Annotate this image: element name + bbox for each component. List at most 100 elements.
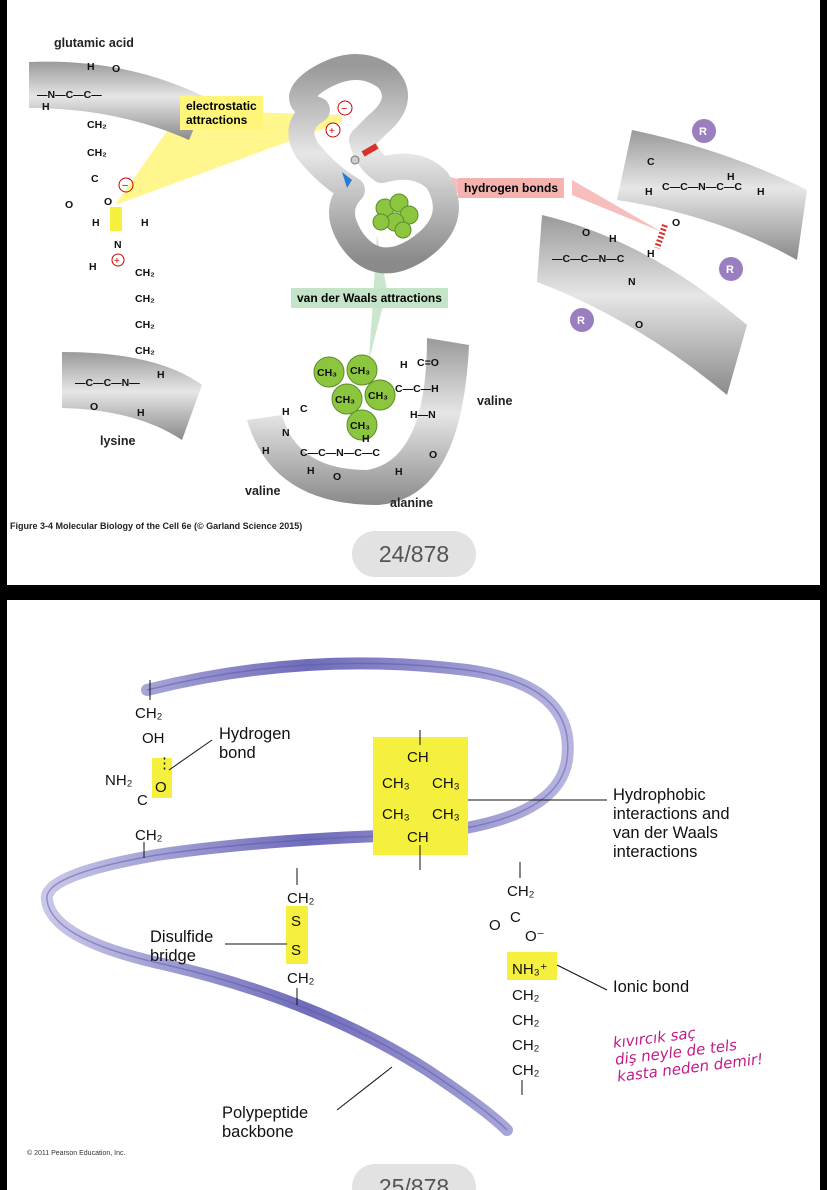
label-polypeptide-backbone: Polypeptide backbone [222,1104,309,1141]
svg-text:CH: CH [407,829,429,846]
svg-text:CH₂: CH₂ [287,890,315,907]
label-lysine: lysine [100,434,136,448]
salt-bridge-highlight [110,207,122,231]
highlight-hydrogen-bond [152,758,172,798]
svg-text:H: H [137,407,145,419]
svg-text:O: O [104,196,112,208]
r-group-circles [570,119,743,332]
svg-text:CH₃: CH₃ [382,806,410,823]
svg-text:N: N [282,427,290,439]
callout-electrostatic: electrostatic attractions [180,96,263,130]
svg-text:NH₂: NH₂ [105,772,133,789]
svg-text:O: O [155,779,167,796]
svg-text:H—N: H—N [410,409,436,421]
svg-text:CH₂: CH₂ [135,705,163,722]
svg-text:O: O [112,63,120,75]
hydrogen-wedge-right [572,180,662,232]
backbone-band-arc [247,338,469,505]
svg-text:−: − [122,180,128,192]
svg-text:H: H [647,248,655,260]
label-valine-right: valine [477,394,513,408]
svg-text:R: R [699,126,707,138]
svg-text:+: + [329,126,335,137]
electrostatic-wedge [115,110,342,205]
svg-text:C—C—H: C—C—H [395,383,439,395]
svg-text:CH₃: CH₃ [368,390,388,402]
svg-text:C=O: C=O [417,357,439,369]
svg-text:N: N [628,276,636,288]
svg-text:O: O [429,449,437,461]
svg-text:H: H [609,233,617,245]
ionic-residues: CH₂ O C O⁻ NH₃⁺ CH₂ CH₂ CH₂ CH₂ [489,862,548,1095]
svg-text:−: − [341,103,347,115]
svg-text:—C—C—N—C: —C—C—N—C [552,253,625,265]
svg-text:CH₂: CH₂ [512,987,540,1004]
svg-text:CH₃: CH₃ [350,420,370,432]
svg-text:CH₂: CH₂ [512,1012,540,1029]
svg-text:S: S [291,942,301,959]
svg-text:CH₂: CH₂ [512,1062,540,1079]
svg-text:CH₂: CH₂ [135,267,155,279]
svg-text:R: R [726,264,734,276]
svg-text:—C—C—N—: —C—C—N— [75,377,140,389]
label-valine-bottom: valine [245,484,281,498]
folded-chain [288,54,459,274]
svg-text:CH₂: CH₂ [135,319,155,331]
svg-text:H: H [141,217,149,229]
svg-text:C: C [91,173,99,185]
page-indicator: 24/878 [352,531,476,577]
label-glutamic-acid: glutamic acid [54,36,134,50]
svg-text:CH₃: CH₃ [432,775,460,792]
svg-text:O: O [65,199,73,211]
svg-text:H: H [307,465,315,477]
svg-text:H: H [89,261,97,273]
svg-text:H: H [362,433,370,445]
disulfide-residues: CH₂ S S CH₂ [287,868,315,1005]
ch3-labels: CH₃ CH₃ CH₃ CH₃ CH₃ [317,365,388,432]
backbone-band-right-top [617,130,807,260]
svg-text:CH: CH [407,749,429,766]
svg-text:H: H [400,359,408,371]
svg-text:CH₂: CH₂ [87,147,107,159]
svg-text:CH₃: CH₃ [350,365,370,377]
callout-hydrogen-bonds: hydrogen bonds [458,178,564,198]
svg-text:+: + [114,256,120,267]
svg-text:CH₂: CH₂ [287,970,315,987]
svg-text:S: S [291,913,301,930]
svg-text:CH₃: CH₃ [335,394,355,406]
label-hydrophobic: Hydrophobic interactions and van der Waa… [613,786,730,861]
svg-text:O: O [90,401,98,413]
svg-text:CH₃: CH₃ [317,367,337,379]
ch3-cluster [313,354,396,441]
svg-text:O: O [672,217,680,229]
label-disulfide: Disulfide bridge [150,928,214,965]
svg-text:⋮: ⋮ [157,755,172,772]
label-hydrogen-bond: Hydrogen bond [219,725,291,762]
vdw-cluster-green [372,193,419,239]
svg-text:H: H [645,186,653,198]
svg-text:H: H [92,217,100,229]
svg-text:H: H [727,171,735,183]
svg-text:H: H [757,186,765,198]
figure-caption: Figure 3-4 Molecular Biology of the Cell… [10,521,303,531]
svg-text:O: O [635,319,643,331]
svg-text:CH₂: CH₂ [135,293,155,305]
callout-vdw: van der Waals attractions [291,288,448,308]
svg-text:C—C—N—C—C: C—C—N—C—C [300,447,380,459]
svg-text:OH: OH [142,730,165,747]
svg-text:CH₃: CH₃ [432,806,460,823]
svg-text:H: H [157,369,165,381]
svg-text:C: C [510,909,521,926]
svg-text:CH₂: CH₂ [135,345,155,357]
svg-text:R: R [577,315,585,327]
svg-text:O: O [489,917,501,934]
highlight-hydrophobic [373,737,468,855]
backbone-band-right-bottom [537,215,747,395]
